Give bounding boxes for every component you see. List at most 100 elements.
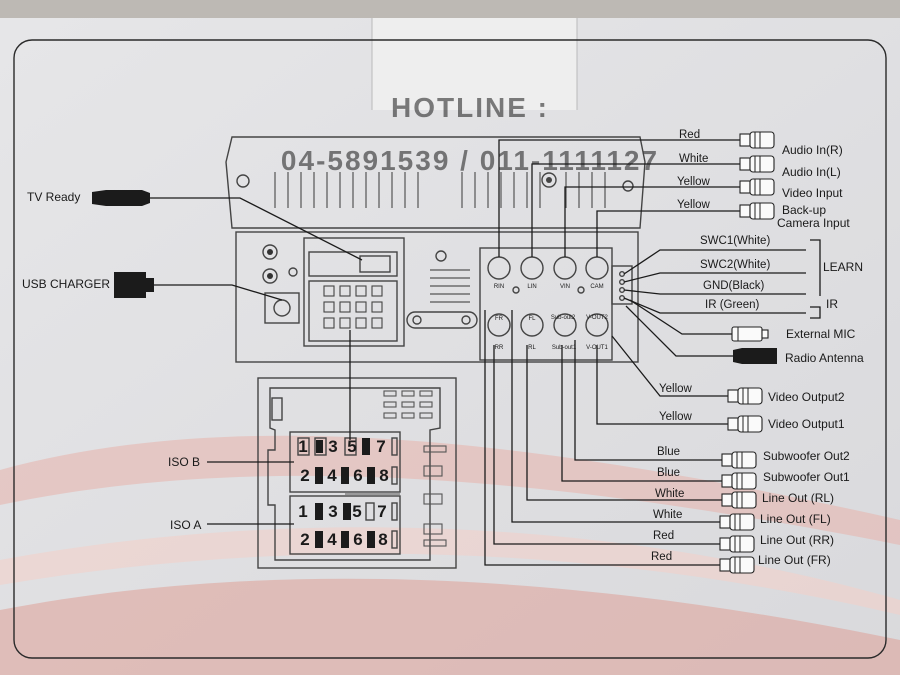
jack-label-rl: RL <box>528 345 536 351</box>
iso-a-pin-label-8: 8 <box>378 530 387 549</box>
iso-socket-pin-grid <box>323 285 383 329</box>
unit-back-plate <box>235 231 639 363</box>
wire-line-out-fr <box>484 310 720 566</box>
iso-b-pin-3-frame <box>314 437 327 456</box>
iso-a-pin-1-fill <box>315 503 323 520</box>
panel-screw-2 <box>577 286 585 294</box>
iso-a-pin-5-frame <box>365 502 375 521</box>
iso-b-pin-end-top <box>391 437 398 456</box>
usb-charger-plug <box>114 272 154 298</box>
iso-b-pin-3-fill <box>316 440 323 453</box>
iso-socket-block <box>308 280 398 342</box>
tv-port-ring <box>262 244 278 260</box>
wire-color-line-out-fl: White <box>653 509 682 521</box>
jack-label-fl: FL <box>528 316 536 322</box>
iso-a-pin-label-3: 3 <box>328 502 337 521</box>
iso-b-pin-label-7: 7 <box>376 437 385 456</box>
label-video-input: Video Input <box>782 186 843 200</box>
red-swoosh-lower <box>0 578 900 675</box>
wire-color-video-output2: Yellow <box>659 383 693 395</box>
wire-color-line-out-rl: White <box>655 488 684 500</box>
screw-back-left <box>288 267 298 277</box>
label-line-out-fl: Line Out (FL) <box>760 512 831 526</box>
label-video-output2: Video Output2 <box>768 390 845 404</box>
hotline-numbers: 04-5891539 / 011-1111127 <box>281 145 659 176</box>
wire-color-video-output1: Yellow <box>659 411 693 423</box>
harness-frame <box>257 377 457 569</box>
radio-antenna-socket <box>406 311 478 329</box>
usb-port-housing <box>264 292 300 324</box>
gps-port-ring <box>262 268 278 284</box>
radio-antenna-label: Radio Antenna <box>785 351 864 365</box>
label-line-out-fr: Line Out (FR) <box>758 553 831 567</box>
wire-color-video-input: Yellow <box>677 176 711 188</box>
panel-screw-1 <box>512 286 520 294</box>
screw-back-mid <box>435 250 447 262</box>
gps-port-core <box>267 273 273 279</box>
wire-subwoofer-out2 <box>574 340 722 461</box>
wire-gnd <box>623 289 806 295</box>
iso-b-pin-label-1: 1 <box>298 437 307 456</box>
iso-a-pin-label-5: 5 <box>352 502 361 521</box>
antenna-socket-screw-right <box>461 315 471 325</box>
label-video-output1: Video Output1 <box>768 417 845 431</box>
wire-external-mic <box>629 299 732 335</box>
label-subwoofer-out2: Subwoofer Out2 <box>763 449 850 463</box>
rca-plug-line-out-rr <box>719 535 755 553</box>
wire-video-output1 <box>596 345 728 425</box>
jack-label-rr: RR <box>495 345 504 351</box>
iso-b-pin-7-fill <box>362 438 370 455</box>
red-swoosh-upper <box>0 435 900 545</box>
jack-fl <box>520 313 544 337</box>
label-swc1: SWC1(White) <box>700 235 770 247</box>
unit-top-plate <box>225 136 646 229</box>
rca-plug-audio-in-r <box>739 131 775 149</box>
jack-label-lin: LIN <box>527 284 536 290</box>
iso-a-pin-4-fill <box>341 531 349 548</box>
usb-charger-wire <box>154 284 283 301</box>
rca-plug-video-output2 <box>727 387 763 405</box>
cooling-vents-left <box>274 172 419 208</box>
iso-a-connector <box>289 495 401 555</box>
antenna-socket-screw-left <box>412 315 422 325</box>
rca-plug-subwoofer-out2 <box>721 451 757 469</box>
screw-top-mid <box>541 172 557 188</box>
diagram-border <box>13 39 887 659</box>
wire-video-input <box>564 186 740 257</box>
wire-color-subwoofer-out1: Blue <box>657 467 680 479</box>
rca-plug-subwoofer-out1 <box>721 472 757 490</box>
cooling-vents-right <box>461 172 606 208</box>
jack-v-out2 <box>585 313 609 337</box>
iso-b-label: ISO B <box>168 455 200 469</box>
jack-label-vin: VIN <box>560 284 570 290</box>
box-top-flap <box>0 0 900 18</box>
head-unit-rear <box>225 136 646 363</box>
steering-connector <box>611 265 633 305</box>
harness-top-slots <box>383 390 433 419</box>
wire-line-out-fl <box>511 310 720 523</box>
wire-line-out-rr <box>493 345 720 545</box>
tv-ready-plug <box>92 190 150 206</box>
screw-top-mid-core <box>546 177 552 183</box>
wire-swc2 <box>623 272 806 283</box>
label-audio-in-l: Audio In(L) <box>782 165 841 179</box>
wire-color-subwoofer-out2: Blue <box>657 446 680 458</box>
iso-a-pin-3-fill <box>343 503 351 520</box>
iso-b-pin-end-bottom <box>391 466 398 485</box>
wire-radio-antenna <box>625 305 733 357</box>
jack-label-cam: CAM <box>590 284 603 290</box>
jack-fr <box>487 313 511 337</box>
wire-color-line-out-rr: Red <box>653 530 674 542</box>
jack-label-v-out2: V-OUT2 <box>586 315 608 321</box>
iso-b-pin-2-fill <box>315 467 323 484</box>
iso-a-pin-6-fill <box>367 531 375 548</box>
wire-audio-in-l <box>531 163 740 257</box>
label-subwoofer-out1: Subwoofer Out1 <box>763 470 850 484</box>
rear-grille <box>430 269 470 303</box>
wire-video-output2 <box>611 335 728 397</box>
hotline-title: HOTLINE : <box>391 92 549 123</box>
jack-sub-out2 <box>553 313 577 337</box>
iso-b-pin-4-fill <box>341 467 349 484</box>
external-mic-plug <box>731 326 769 342</box>
iso-b-pin-label-4: 4 <box>327 466 337 485</box>
